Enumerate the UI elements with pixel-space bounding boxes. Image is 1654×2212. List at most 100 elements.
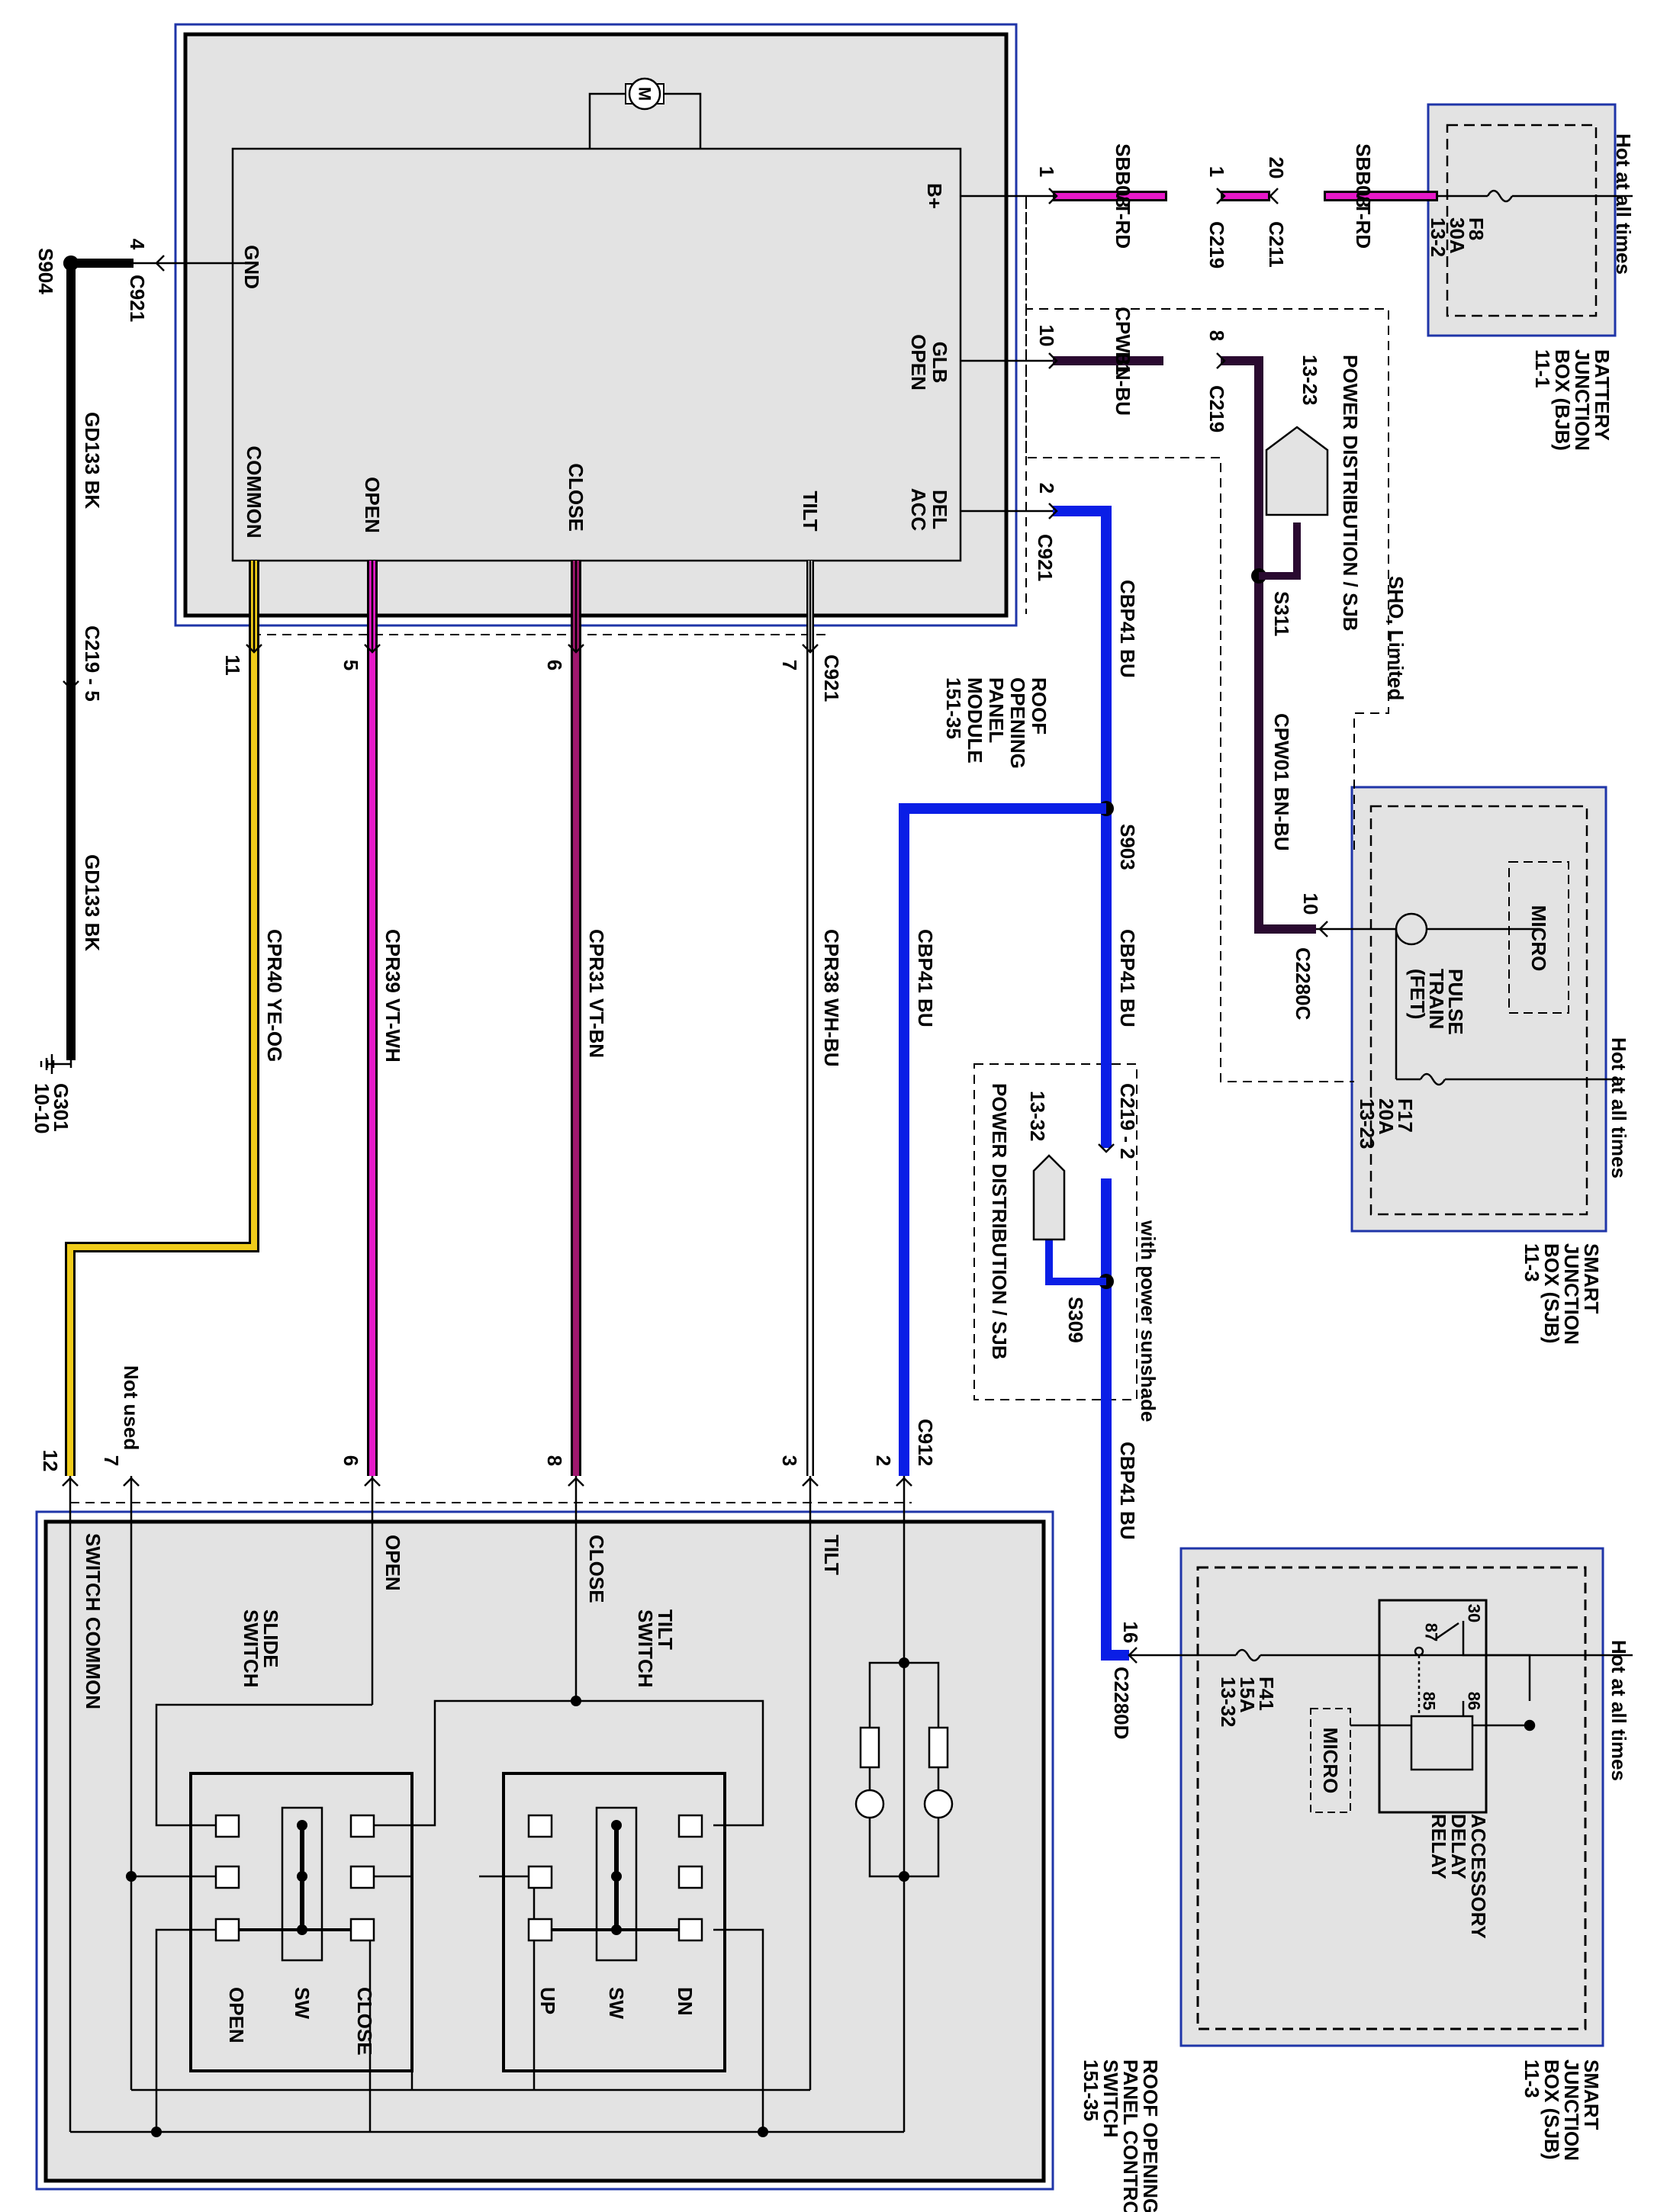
hot-at-all-times-sjb2: Hot at all times <box>1607 1640 1630 1781</box>
hot-at-all-times-bjb: Hot at all times <box>1612 133 1635 275</box>
svg-text:JUNCTION: JUNCTION <box>1560 1243 1583 1345</box>
svg-text:13-23: 13-23 <box>1356 1098 1379 1149</box>
pin-20: 20 <box>1265 157 1288 179</box>
svg-text:BATTERY: BATTERY <box>1591 349 1614 441</box>
slide-switch-label-1: SLIDE <box>259 1609 282 1668</box>
pin-1-b: 1 <box>1205 166 1228 177</box>
slide-pos-close: CLOSE <box>353 1987 376 2056</box>
svg-text:ROOF OPENING: ROOF OPENING <box>1139 2059 1162 2212</box>
svg-text:151-35: 151-35 <box>942 677 965 739</box>
module-name-roof-panel: ROOF OPENING PANEL MODULE 151-35 <box>942 677 1051 769</box>
switch-tilt-label: TILT <box>820 1535 843 1575</box>
svg-text:JUNCTION: JUNCTION <box>1571 349 1594 451</box>
accessory-delay-relay-icon <box>1350 1621 1536 1771</box>
svg-text:13-2: 13-2 <box>1427 217 1450 257</box>
pin-7-b: 7 <box>100 1455 123 1466</box>
connector-c219-top: C219 <box>1205 221 1228 268</box>
pin-10-a: 10 <box>1035 325 1058 347</box>
wire-cpw01 <box>961 356 1396 934</box>
connector-c211: C211 <box>1265 221 1288 268</box>
svg-text:11-3: 11-3 <box>1520 1243 1543 1282</box>
ground-g301-ref: 10-10 <box>31 1083 53 1134</box>
svg-text:BOX (BJB): BOX (BJB) <box>1551 349 1574 451</box>
relay-pin-30: 30 <box>1465 1604 1484 1622</box>
pin-10-b: 10 <box>1299 893 1322 915</box>
svg-text:BOX (SJB): BOX (SJB) <box>1540 2059 1563 2159</box>
module-name-bjb: BATTERY JUNCTION BOX (BJB) 11-1 <box>1531 349 1614 451</box>
tilt-switch-label-1: TILT <box>654 1609 677 1650</box>
connector-c921-right: C921 <box>1034 534 1057 581</box>
pin-11: 11 <box>221 654 244 676</box>
circuit-cpw01-bnbu-vertical: CPW01 BN-BU <box>1270 713 1293 851</box>
tilt-switch-label-2: SWITCH <box>634 1609 657 1688</box>
labels: B+ GLB OPEN DEL ACC GND COMMON OPEN CLOS… <box>31 133 1635 2212</box>
pin-label-tilt: TILT <box>799 491 822 532</box>
switch-common-label: SWITCH COMMON <box>82 1533 105 1709</box>
hot-at-all-times-sjb1: Hot at all times <box>1607 1037 1630 1178</box>
circuit-cbp41-1: CBP41 BU <box>1116 580 1139 678</box>
pin-label-open: OPEN <box>361 477 384 533</box>
pin-4: 4 <box>126 239 149 250</box>
svg-text:PANEL CONTROL: PANEL CONTROL <box>1119 2059 1142 2212</box>
svg-text:RELAY: RELAY <box>1427 1814 1450 1879</box>
fuse-f41-label: F41 15A 13-32 <box>1217 1677 1278 1728</box>
module-name-roof-switch: ROOF OPENING PANEL CONTROL SWITCH 151-35 <box>1080 2059 1162 2212</box>
svg-text:BOX (SJB): BOX (SJB) <box>1540 1243 1563 1343</box>
fuse-f17-label: F17 20A 13-23 <box>1356 1098 1417 1149</box>
fuse-f8-label: F8 30A 13-2 <box>1427 217 1488 257</box>
fuse-icons <box>1395 929 1625 1086</box>
circuit-cbp41-4: CBP41 BU <box>1116 1442 1139 1540</box>
svg-text:ACCESSORY: ACCESSORY <box>1467 1814 1490 1939</box>
pin-12: 12 <box>39 1450 62 1472</box>
pin-6-b: 6 <box>339 1455 362 1466</box>
pin-3: 3 <box>778 1455 801 1466</box>
svg-text:TRAIN: TRAIN <box>1425 969 1448 1029</box>
tilt-pos-up: UP <box>536 1987 559 2014</box>
splice-s903: S903 <box>1116 824 1139 870</box>
svg-text:PANEL: PANEL <box>985 677 1008 743</box>
slide-pos-open: OPEN <box>225 1987 248 2043</box>
svg-text:MODULE: MODULE <box>964 677 986 764</box>
roof-opening-panel-module: M <box>174 23 1018 627</box>
pin-16: 16 <box>1119 1622 1142 1644</box>
sho-limited-label: SHO, Limited <box>1385 576 1408 700</box>
splice-s904: S904 <box>34 248 57 294</box>
pin-8-b: 8 <box>543 1455 566 1466</box>
svg-text:15A: 15A <box>1236 1677 1259 1713</box>
pin-label-glb: GLB <box>928 342 951 384</box>
power-distribution-tag-icon <box>1265 426 1329 516</box>
circuit-cpr40: CPR40 YE-OG <box>263 929 286 1062</box>
pin-6-a: 6 <box>543 660 566 670</box>
svg-text:JUNCTION: JUNCTION <box>1560 2059 1583 2161</box>
wire-cbp41 <box>899 506 1633 1662</box>
svg-text:F17: F17 <box>1394 1098 1417 1133</box>
connector-c219-5: C219 - 5 <box>81 625 104 702</box>
slide-pos-sw: SW <box>291 1987 314 2019</box>
svg-text:(FET): (FET) <box>1406 969 1429 1019</box>
pin-2-b: 2 <box>872 1455 895 1466</box>
pin-label-open-glb: OPEN <box>907 334 930 391</box>
svg-text:PULSE: PULSE <box>1444 969 1467 1035</box>
pin-label-close: CLOSE <box>565 463 587 532</box>
with-power-sunshade-label: with power sunshade <box>1137 1220 1160 1422</box>
slide-switch-label-2: SWITCH <box>240 1609 262 1688</box>
led-illumination-icon <box>854 1726 954 1819</box>
circuit-vt-rd-2: VT-RD <box>1352 189 1375 249</box>
tilt-pos-sw: SW <box>605 1987 628 2019</box>
motor-icon: M <box>588 77 702 149</box>
connector-c912: C912 <box>914 1419 937 1466</box>
power-distribution-ref-1332: 13-32 <box>1026 1091 1049 1142</box>
tilt-switch-icon <box>502 1772 726 2072</box>
ground-icon <box>40 1054 72 1074</box>
smart-junction-box-lower <box>1179 1547 1604 2047</box>
tilt-pos-dn: DN <box>674 1987 697 2016</box>
pin-7-a: 7 <box>778 660 801 670</box>
relay-pin-87: 87 <box>1422 1623 1441 1641</box>
not-used-label: Not used <box>120 1365 143 1450</box>
svg-text:F41: F41 <box>1255 1677 1278 1711</box>
switch-junction-dots <box>126 1657 909 2137</box>
splice-s311: S311 <box>1270 591 1293 636</box>
switch-close-label: CLOSE <box>585 1535 608 1603</box>
svg-text:11-3: 11-3 <box>1520 2059 1543 2098</box>
pin-label-gnd: GND <box>240 245 263 289</box>
